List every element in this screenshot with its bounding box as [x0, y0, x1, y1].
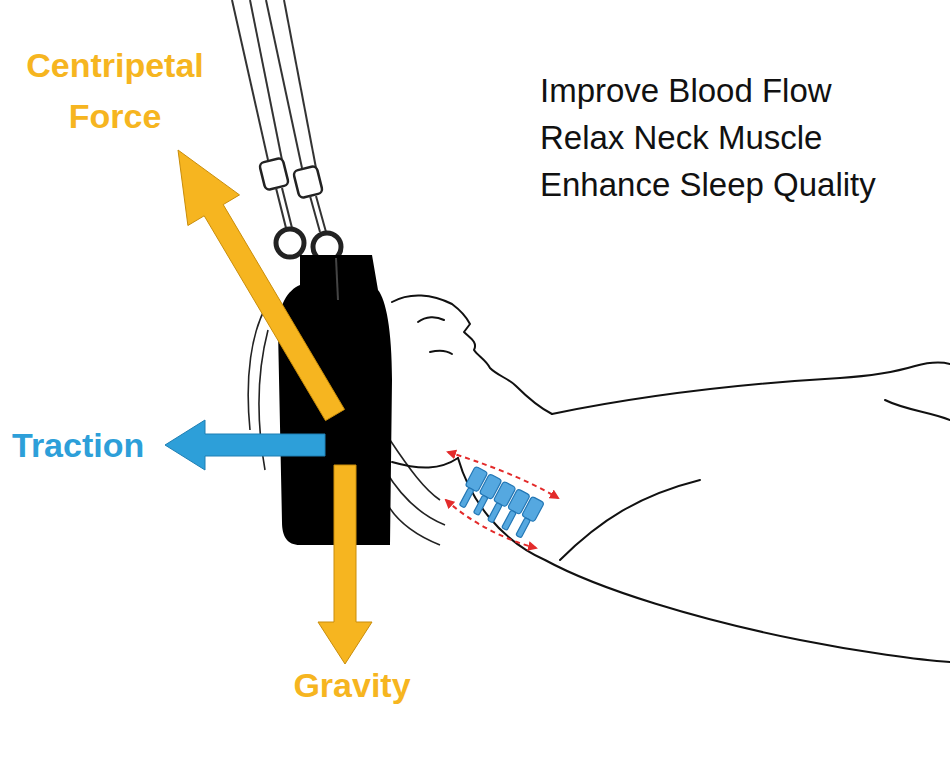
strap-buckle	[259, 158, 323, 199]
gravity-arrow	[318, 465, 372, 664]
stretch-indicator	[446, 452, 558, 548]
person-outline	[392, 295, 950, 662]
benefit-text: Relax Neck Muscle	[540, 113, 940, 163]
strap	[276, 188, 326, 232]
benefit-text: Improve Blood Flow	[540, 66, 940, 116]
centripetal-force-arrow	[178, 150, 345, 421]
cervical-vertebrae	[456, 466, 545, 540]
strap	[232, 0, 316, 168]
traction-arrow	[165, 420, 325, 470]
force-label: Centripetal Force	[0, 40, 230, 142]
hammock-seam	[336, 258, 338, 300]
force-label: Traction	[12, 420, 172, 471]
benefit-text: Enhance Sleep Quality	[540, 160, 940, 210]
force-label: Gravity	[262, 660, 442, 711]
